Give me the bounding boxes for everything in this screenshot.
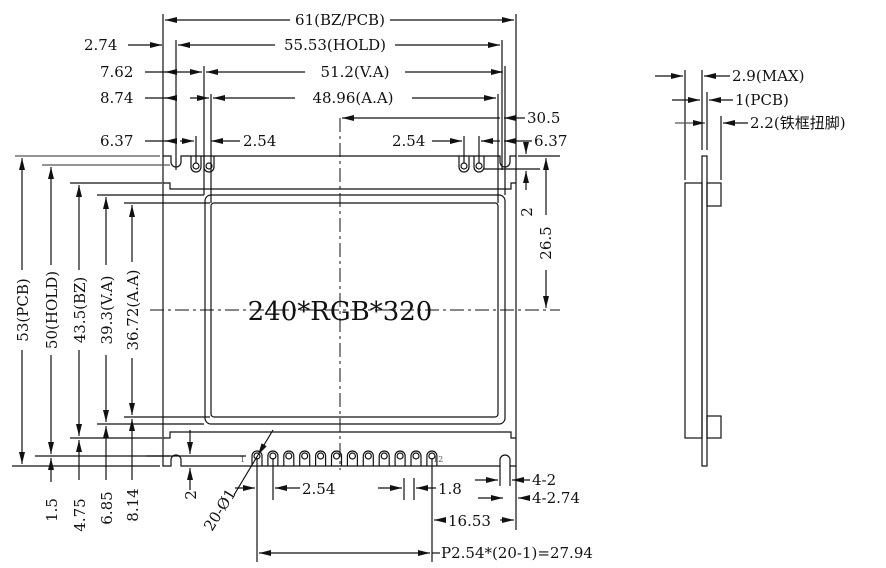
dim-height-bz: 43.5(BZ) xyxy=(71,277,89,344)
dim-pin-pitch: 2.54 xyxy=(302,480,335,498)
resolution-label: 240*RGB*320 xyxy=(248,297,433,327)
dim-height-pcb: 53(PCB) xyxy=(14,278,32,341)
dim-off-1: 1.5 xyxy=(43,498,61,522)
right-dimensions: 2 26.5 xyxy=(484,142,560,308)
side-tab-thickness: 2.2(铁框扭脚) xyxy=(750,114,846,132)
pin-pad xyxy=(362,450,374,466)
pin-pad xyxy=(426,450,438,466)
pin-pad xyxy=(315,450,327,466)
pin-hole xyxy=(317,452,325,460)
pin-pad xyxy=(299,450,311,466)
dim-pad-width: 1.8 xyxy=(438,480,462,498)
pin-12-label: 12 xyxy=(433,455,443,464)
top-dimensions: 61(BZ/PCB) 2.74 55.53(HOLD) 7.62 51.2(V.… xyxy=(84,11,567,203)
dim-width-pcb: 61(BZ/PCB) xyxy=(295,11,385,29)
pin-row xyxy=(251,450,438,466)
dim-off-4: 8.14 xyxy=(124,488,142,521)
pin-hole xyxy=(412,452,420,460)
dim-slot-width: 4-2 xyxy=(532,471,556,489)
pin-pad xyxy=(378,450,390,466)
pin-hole xyxy=(301,452,309,460)
dim-hole-edge: 2 xyxy=(182,490,200,500)
dim-left-hole-pitch: 2.54 xyxy=(243,132,276,150)
dim-pin-holes: 20-Ø1 xyxy=(200,486,240,535)
pin-hole xyxy=(396,452,404,460)
pin-pad xyxy=(394,450,406,466)
dim-va-offset: 7.62 xyxy=(100,63,133,81)
front-view: 240*RGB*320 1 12 xyxy=(150,118,560,470)
pin-hole xyxy=(364,452,372,460)
dim-aa-offset: 8.74 xyxy=(100,89,133,107)
side-tab-top xyxy=(706,182,722,207)
side-max-thickness: 2.9(MAX) xyxy=(732,67,804,85)
dim-height-va: 39.3(V.A) xyxy=(98,276,116,345)
dim-pin-span: P2.54*(20-1)=27.94 xyxy=(441,544,593,562)
side-pcb-thickness: 1(PCB) xyxy=(735,91,789,109)
dim-right-hole-pitch: 2.54 xyxy=(392,132,425,150)
dim-left-hole-offset: 6.37 xyxy=(100,132,133,150)
dim-height-aa: 36.72(A.A) xyxy=(124,269,142,350)
dim-right-hole-offset: 6.37 xyxy=(534,132,567,150)
side-tab-bottom xyxy=(706,415,722,439)
dim-center-offset: 30.5 xyxy=(527,109,560,127)
dim-va-width: 51.2(V.A) xyxy=(321,63,390,81)
dim-aa-width: 48.96(A.A) xyxy=(312,89,393,107)
side-view: 2.9(MAX) 1(PCB) 2.2(铁框扭脚) xyxy=(655,67,846,467)
bottom-dimensions: 2 20-Ø1 2.54 1.8 4-2 4-2.74 16.53 P2.54*… xyxy=(146,429,593,562)
left-dimensions: 53(PCB) 50(HOLD) 43.5(BZ) 39.3(V.A) 36.7… xyxy=(12,155,210,532)
dim-slot-offset: 4-2.74 xyxy=(532,489,580,507)
pin-pad xyxy=(330,450,343,466)
pin-1-label: 1 xyxy=(240,455,245,464)
dim-height-hold: 50(HOLD) xyxy=(43,271,61,349)
pin-pad xyxy=(346,450,358,466)
dim-center-height: 26.5 xyxy=(537,226,555,259)
pin-hole xyxy=(332,452,341,460)
pin-pad xyxy=(267,450,279,466)
dim-hole-depth: 2 xyxy=(518,207,536,217)
top-holes xyxy=(190,156,485,173)
side-bezel xyxy=(684,182,703,439)
side-pcb xyxy=(701,155,708,467)
pin-hole xyxy=(285,452,293,460)
dim-off-3: 6.85 xyxy=(98,491,116,524)
dim-pin-to-edge: 16.53 xyxy=(448,512,491,530)
pin-pad xyxy=(251,450,263,466)
pin-hole xyxy=(380,452,388,460)
pin-pad xyxy=(410,450,422,466)
pin-pad xyxy=(283,450,295,466)
dim-off-2: 4.75 xyxy=(71,498,89,531)
dim-hold-width: 55.53(HOLD) xyxy=(284,36,386,54)
dim-hold-offset: 2.74 xyxy=(84,36,117,54)
pin-hole xyxy=(348,452,356,460)
